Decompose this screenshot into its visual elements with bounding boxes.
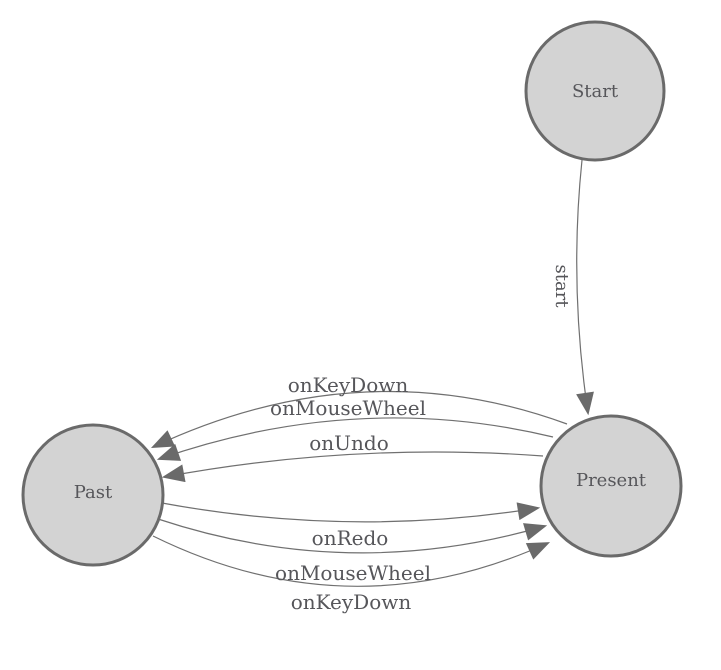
edge-label-onundo: onUndo	[309, 431, 389, 455]
edge-label-layer: start onKeyDown onMouseWheel onUndo onRe…	[270, 264, 572, 614]
edge-label-onredo: onRedo	[312, 526, 389, 550]
node-present-label: Present	[576, 470, 647, 491]
edge-present-to-past-onmousewheel	[156, 417, 554, 461]
node-start-circle	[524, 20, 666, 162]
edge-label-start: start	[551, 264, 572, 308]
edge-past-to-present-onmousewheel	[157, 518, 548, 554]
edge-past-to-present-onredo	[161, 502, 541, 523]
edge-present-to-past-onundo	[161, 451, 544, 483]
edge-label-onkeydown-bottom: onKeyDown	[291, 590, 412, 614]
edge-present-to-past-onkeydown	[150, 390, 568, 448]
node-past[interactable]: Past	[21, 423, 165, 567]
node-start[interactable]: Start	[524, 20, 666, 162]
node-past-circle	[21, 423, 165, 567]
node-start-label: Start	[572, 81, 619, 102]
node-present[interactable]: Present	[539, 414, 683, 558]
node-present-circle	[539, 414, 683, 558]
edge-label-onmousewheel-top: onMouseWheel	[270, 396, 426, 420]
edge-past-to-present-onkeydown	[152, 535, 551, 587]
edge-label-onkeydown-top: onKeyDown	[288, 373, 409, 397]
node-past-label: Past	[74, 482, 113, 503]
edge-start-to-present	[576, 159, 594, 416]
edge-label-onmousewheel-bottom: onMouseWheel	[275, 561, 431, 585]
edge-layer	[150, 159, 594, 587]
